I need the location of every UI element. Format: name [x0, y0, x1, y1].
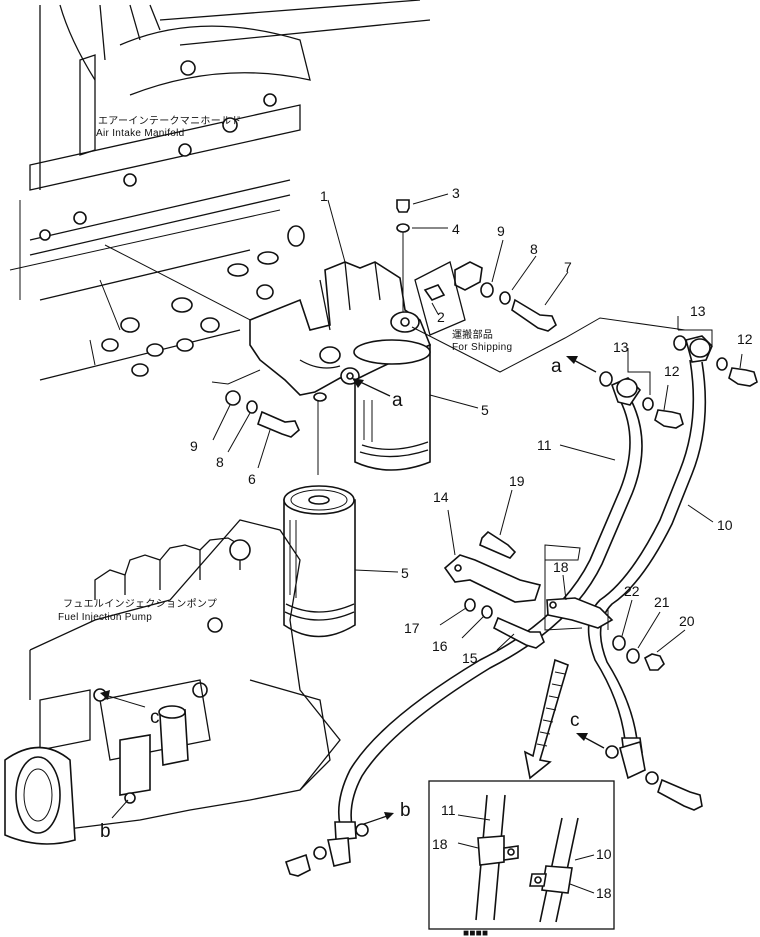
gasket-b	[673, 335, 687, 351]
callout-5-lower: 5	[401, 565, 409, 581]
air-intake-manifold-drawing	[9, 0, 431, 381]
bolt-19	[479, 530, 517, 559]
banjo-fitting-c	[619, 740, 646, 780]
callout-7: 7	[564, 259, 572, 275]
ref-a-hose: a	[551, 356, 562, 377]
callout-8-upper: 8	[530, 241, 538, 257]
gasket-a	[599, 371, 613, 387]
callout-6: 6	[248, 471, 256, 487]
callout-15: 15	[462, 650, 478, 666]
ref-a-head: a	[392, 390, 403, 411]
callout-4: 4	[452, 221, 460, 237]
clamp-18	[546, 597, 614, 629]
manifold-caption-en: Air Intake Manifold	[96, 128, 185, 139]
shipping-bracket-2	[414, 261, 483, 336]
callout-18-inset-a: 18	[432, 836, 448, 852]
ref-c-hose: c	[570, 710, 580, 731]
banjo-bolt-b	[284, 853, 311, 877]
clamp-detail-inset	[428, 780, 615, 930]
washer-8-upper	[499, 291, 511, 305]
callout-12-b: 12	[737, 331, 753, 347]
washer-16	[481, 605, 493, 619]
callout-9-lower: 9	[190, 438, 198, 454]
callout-12-a: 12	[664, 363, 680, 379]
plug-3	[396, 199, 410, 213]
callout-22: 22	[624, 583, 640, 599]
bolt-12-b	[728, 367, 758, 387]
washer-22	[612, 635, 626, 651]
callout-18-clamp: 18	[553, 559, 569, 575]
banjo-13-b	[689, 338, 711, 358]
inset-caption-jp: ■■■■	[463, 928, 488, 937]
callout-2: 2	[437, 309, 445, 325]
callout-11-inset: 11	[441, 802, 456, 818]
pump-caption-jp: フュエルインジェクションポンプ	[63, 598, 217, 610]
callout-13-b: 13	[690, 303, 706, 319]
bracket-14	[443, 544, 581, 603]
washer-9-upper	[480, 282, 494, 298]
callout-11-hose: 11	[537, 437, 552, 453]
callout-8-lower: 8	[216, 454, 224, 470]
callout-16: 16	[432, 638, 448, 654]
gasket-c	[605, 745, 619, 759]
callout-21: 21	[654, 594, 670, 610]
shipping-caption-en: For Shipping	[452, 342, 512, 353]
ref-b-hose: b	[400, 800, 411, 821]
guide-bracket-lines	[211, 369, 261, 385]
manifold-caption-jp: エアーインテークマニホールド	[98, 115, 242, 127]
washer-21	[626, 648, 640, 664]
callout-14: 14	[433, 489, 449, 505]
washer-17	[464, 598, 476, 612]
callout-20: 20	[679, 613, 695, 629]
fuel-injection-pump-drawing	[4, 519, 341, 845]
washer-8-lower	[246, 400, 258, 414]
banjo-13-a	[616, 378, 638, 398]
bolt-12-a	[654, 409, 684, 429]
pump-caption-en: Fuel Injection Pump	[58, 612, 152, 623]
nut-20	[643, 653, 665, 671]
callout-19: 19	[509, 473, 525, 489]
washer-4	[396, 223, 410, 233]
direction-arrow-hatched	[523, 658, 569, 780]
callout-1: 1	[320, 188, 328, 204]
washer-9-lower	[225, 390, 241, 406]
bolt-6	[257, 410, 300, 438]
callout-10-inset: 10	[596, 846, 612, 862]
shipping-caption-jp: 運搬部品	[452, 328, 493, 341]
fuel-filter-upper	[353, 339, 431, 471]
callout-3: 3	[452, 185, 460, 201]
callout-17: 17	[404, 620, 420, 636]
callout-18-inset-b: 18	[596, 885, 612, 901]
leader-manifold-bolt	[104, 244, 261, 326]
ref-c-pump: c	[150, 707, 160, 728]
fuel-filter-lower	[283, 485, 356, 638]
banjo-bolt-c	[657, 778, 703, 811]
callout-13-a: 13	[613, 339, 629, 355]
callout-10-hose: 10	[717, 517, 733, 533]
callout-9-upper: 9	[497, 223, 505, 239]
ref-b-pump: b	[100, 821, 111, 842]
callout-5-upper: 5	[481, 402, 489, 418]
bolt-15	[492, 616, 545, 649]
bolt-7	[511, 298, 557, 332]
